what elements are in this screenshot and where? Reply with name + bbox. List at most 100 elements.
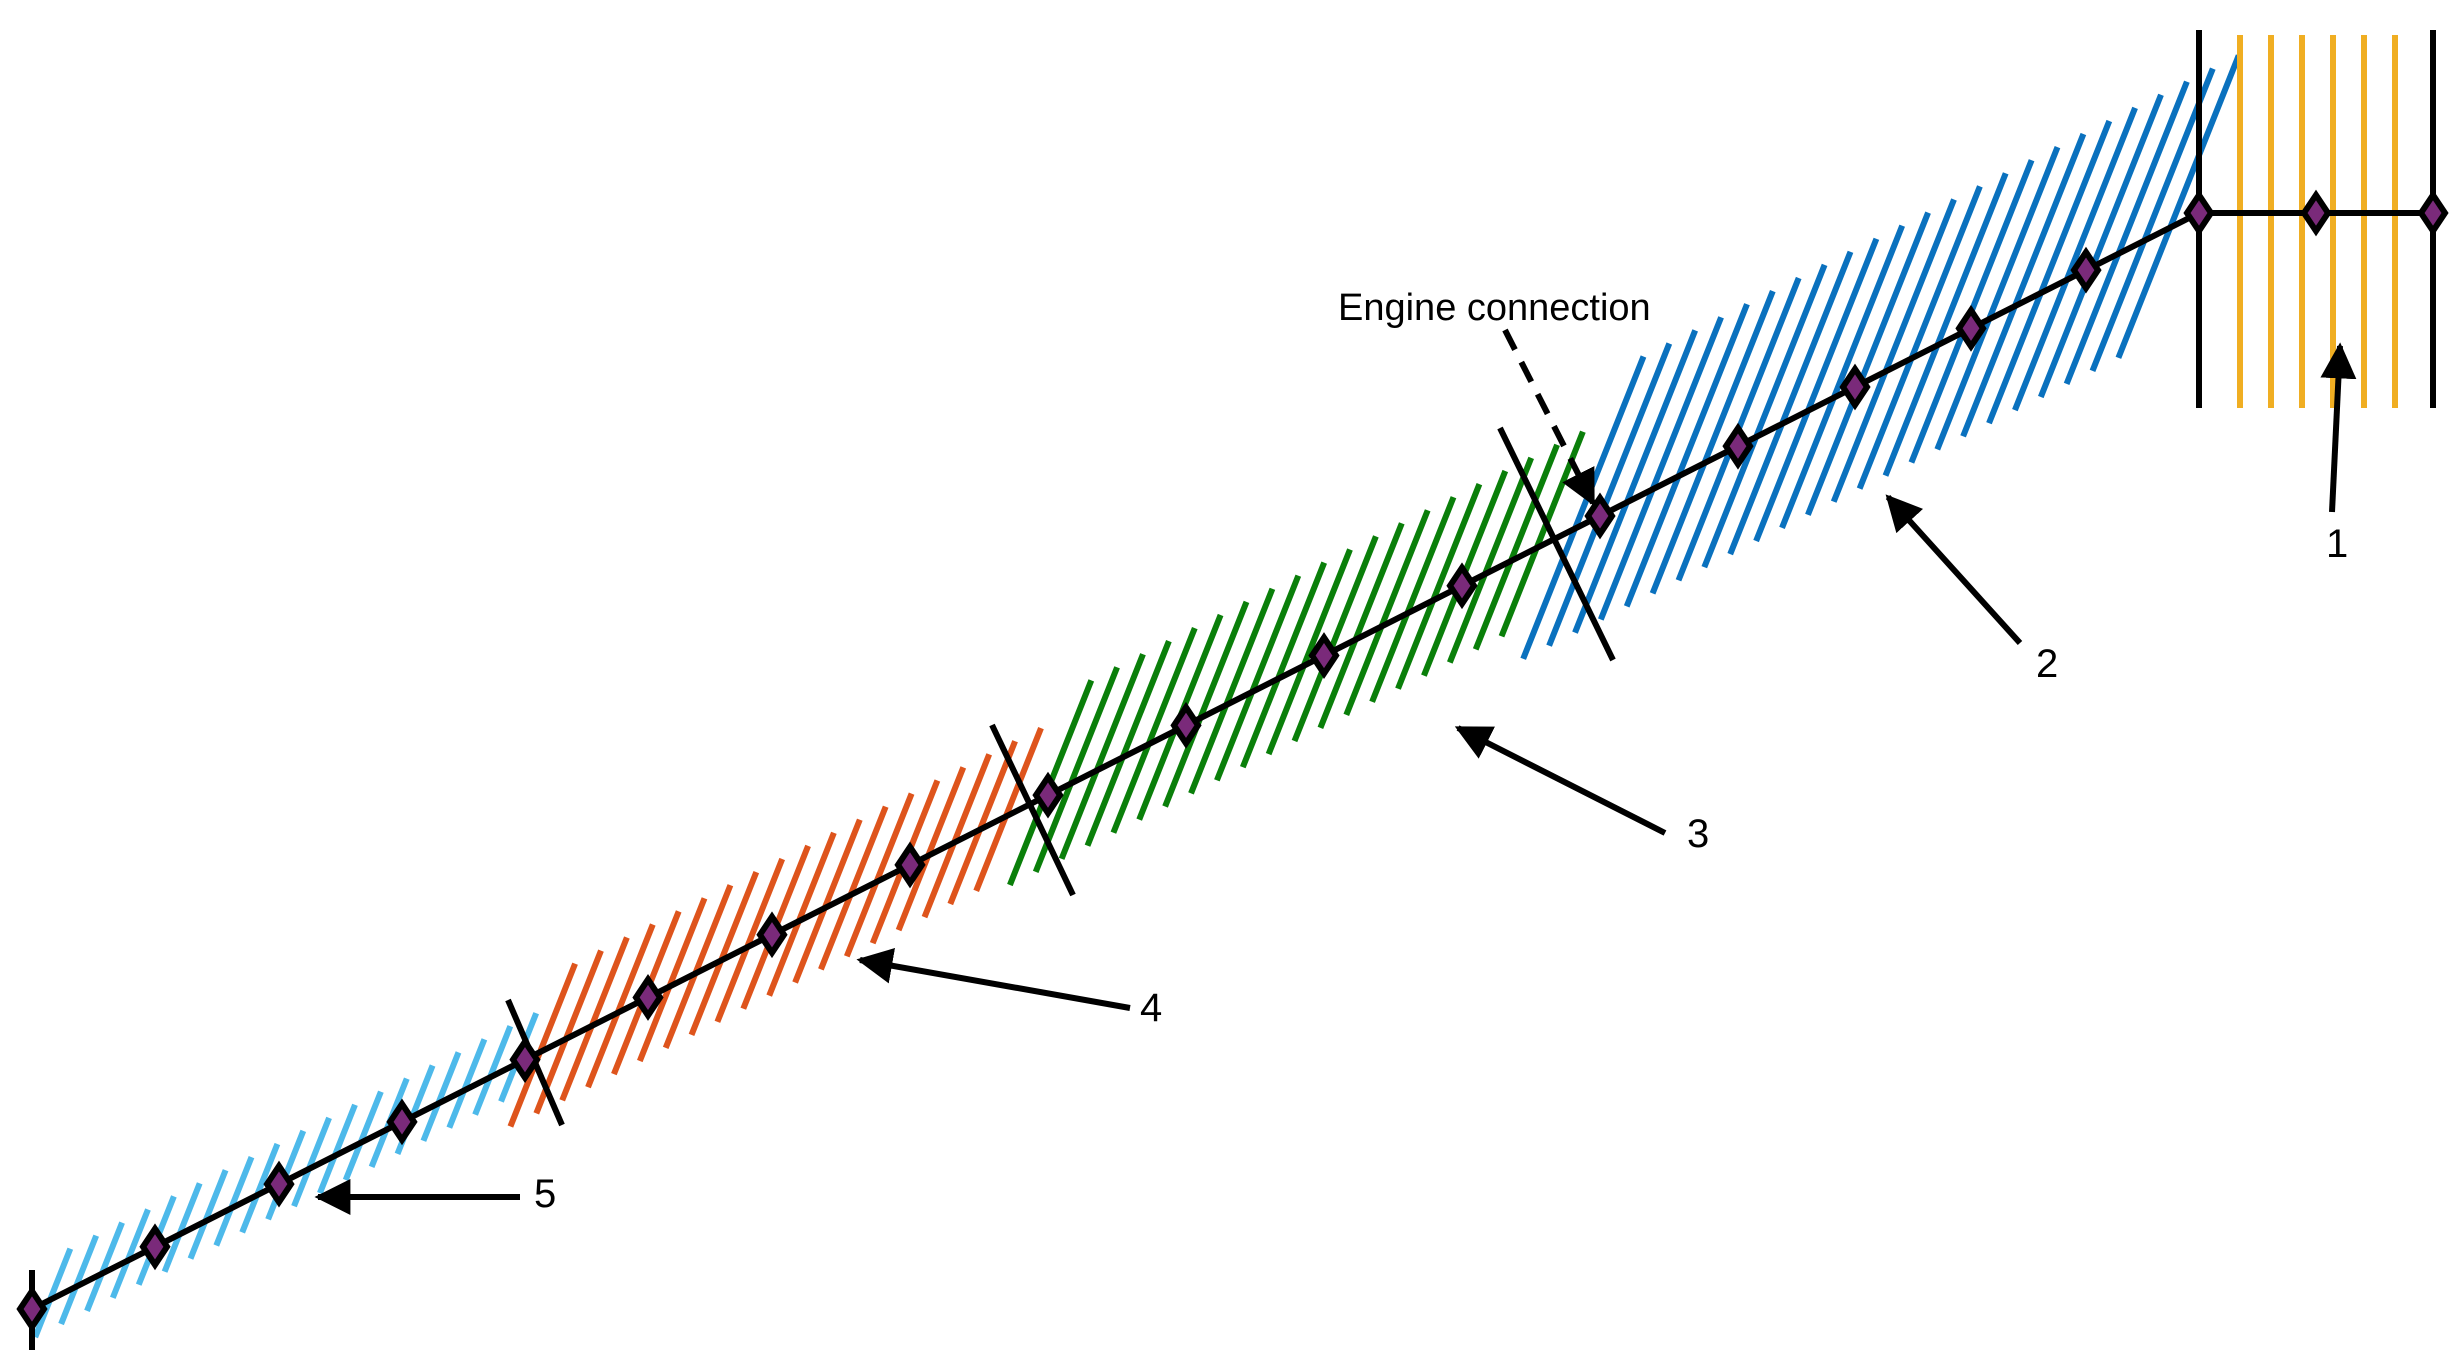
hatch-stroke [973, 726, 1044, 893]
beam-node [1170, 701, 1202, 749]
beam-line [30, 210, 2433, 1312]
beam-node [1584, 492, 1616, 540]
hatch-stroke [1753, 237, 1880, 543]
hatch-stroke [1058, 653, 1146, 860]
hatch-stroke [1214, 574, 1302, 782]
hatch-stroke [291, 1116, 332, 1208]
callout-arrow-engine [1502, 328, 1596, 507]
hatch-stroke [1856, 185, 1983, 490]
beam-node [1032, 771, 1064, 819]
hatch-stroke [585, 923, 656, 1089]
beam-node [263, 1160, 295, 1208]
beam-node [756, 911, 788, 959]
hatch-stroke [921, 753, 992, 919]
hatch-stroke [1498, 430, 1586, 638]
boundary-4-3 [989, 723, 1076, 897]
part-label-2: 2 [2036, 642, 2058, 686]
beam-node [2070, 246, 2102, 294]
beam-node [2300, 189, 2332, 237]
hatch-stroke [1779, 224, 1905, 530]
hatch-stroke [1317, 522, 1405, 730]
hatch-stroke [844, 792, 915, 958]
hatch-stroke [161, 1182, 203, 1273]
hatch-stroke [239, 1142, 281, 1234]
hatch-stroke [1032, 666, 1120, 874]
hatch-stroke [895, 766, 967, 932]
hatch-stroke [662, 884, 734, 1050]
hatch-stroke [1986, 119, 2113, 425]
part-label-4: 4 [1140, 986, 1162, 1030]
boundary-3-2 [1497, 426, 1616, 662]
engine-connection-label: Engine connection [1338, 287, 1651, 329]
beam-node [16, 1285, 48, 1333]
hatch-stroke [688, 870, 760, 1037]
callout-arrow-4 [856, 947, 1131, 1011]
beam-node [1722, 422, 1754, 470]
part-label-1: 1 [2326, 522, 2348, 566]
callout-arrow-1 [2320, 342, 2357, 513]
hatch-stroke [1343, 509, 1431, 717]
hatch-stroke [714, 857, 785, 1023]
hatch-stroke [1934, 145, 2061, 451]
beam-node [1446, 562, 1478, 610]
hatch-stroke [1960, 132, 2087, 438]
hatch-stroke [32, 1247, 74, 1339]
hatch-stroke [2012, 106, 2138, 412]
beam-node [1955, 304, 1987, 352]
hatch-stroke [58, 1234, 99, 1326]
hatch-stroke [1623, 303, 1750, 608]
beam-node [632, 974, 664, 1021]
hatch-stroke [766, 831, 837, 997]
section-3-hatching [1007, 430, 1586, 887]
hatch-stroke [317, 1103, 358, 1195]
hatch-stroke [1572, 329, 1698, 634]
hatch-stroke [1472, 443, 1560, 651]
hatch-stroke [1520, 355, 1647, 660]
hatch-stroke [472, 1025, 514, 1116]
hatch-stroke [2089, 67, 2216, 373]
hatch-stroke [2063, 80, 2190, 386]
hatch-stroke [637, 897, 708, 1063]
beam-node [139, 1223, 171, 1271]
beam-node [1839, 363, 1871, 411]
hatch-stroke [1546, 342, 1673, 647]
hatch-stroke [84, 1221, 125, 1313]
hatch-stroke [213, 1155, 255, 1247]
callout-arrow-3 [1454, 725, 1667, 836]
hatch-stroke [1110, 626, 1198, 834]
hatch-stroke [1598, 316, 1724, 621]
part-label-3: 3 [1687, 812, 1709, 856]
hatch-stroke [1805, 211, 1931, 516]
hatch-stroke [1162, 600, 1250, 808]
hatch-stroke [1395, 482, 1483, 690]
hatch-stroke [2038, 93, 2164, 399]
beam-node [1308, 632, 1340, 679]
beam-node [386, 1098, 418, 1146]
hatch-stroke [1701, 263, 1828, 569]
hatch-stroke [1447, 456, 1534, 664]
callouts [314, 328, 2357, 1215]
part-label-5: 5 [534, 1172, 556, 1216]
hatch-stroke [446, 1038, 488, 1129]
beam-node [894, 841, 926, 889]
hatch-stroke [1649, 289, 1776, 595]
beam-node [2183, 189, 2215, 237]
hatch-stroke [818, 805, 889, 971]
hatch-stroke [1727, 250, 1854, 556]
hatch-stroke [1830, 198, 1957, 503]
callout-arrow-2 [1885, 494, 2023, 646]
hatch-stroke [559, 936, 630, 1102]
hatch-stroke [1240, 561, 1327, 769]
hatch-stroke [420, 1051, 462, 1142]
beam-node [509, 1036, 541, 1084]
hatch-stroke [1265, 548, 1353, 756]
hatch-stroke [947, 740, 1018, 906]
hatch-stroke [1369, 496, 1457, 703]
hatch-stroke [1291, 535, 1379, 743]
hatch-stroke [1084, 639, 1172, 847]
hatch-stroke [187, 1169, 229, 1260]
section-2-hatching [1520, 54, 2242, 660]
hatch-stroke [110, 1208, 151, 1299]
hatch-stroke [792, 818, 863, 984]
